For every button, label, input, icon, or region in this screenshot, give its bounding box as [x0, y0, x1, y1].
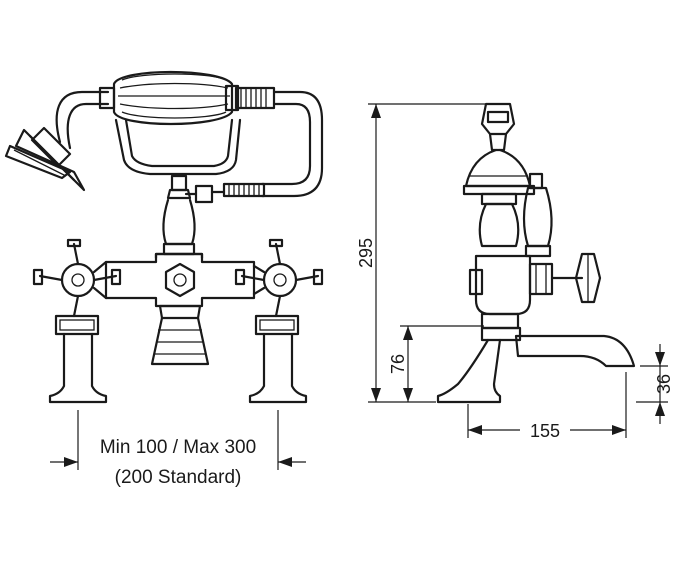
side-diverter-lever [522, 172, 553, 258]
standard-spacing-label: (200 Standard) [115, 467, 242, 488]
reach-dimension [467, 372, 627, 438]
outlet-height-dimension [636, 344, 668, 424]
side-leg [436, 338, 502, 404]
spout-height-dimension [400, 325, 484, 402]
left-leg [48, 314, 108, 404]
leg-spacing-label: Min 100 / Max 300 [100, 437, 256, 458]
mixer-body [104, 252, 256, 366]
side-body-column [468, 192, 532, 330]
hose-loop [55, 86, 324, 198]
diverter-lever [162, 174, 226, 256]
shower-head [4, 126, 86, 192]
side-cradle-dome [462, 148, 536, 196]
side-spout [480, 326, 636, 368]
left-cross-handle [32, 238, 122, 318]
overall-height-label: 295 [356, 238, 376, 268]
spout-height-label: 76 [388, 354, 408, 374]
handset-handle [112, 70, 240, 126]
front-view: Min 100 / Max 300 (200 Standard) [4, 70, 324, 488]
side-hose-coupling [480, 102, 516, 152]
side-view: 295 76 36 155 [356, 102, 674, 441]
right-leg [248, 314, 308, 404]
side-cross-handle [528, 252, 602, 304]
right-cross-handle [234, 238, 324, 318]
overall-height-dimension [368, 103, 500, 403]
handset-cradle [114, 118, 242, 176]
reach-label: 155 [530, 421, 560, 441]
outlet-height-label: 36 [654, 374, 674, 394]
leg-spacing-dimension [50, 410, 306, 470]
